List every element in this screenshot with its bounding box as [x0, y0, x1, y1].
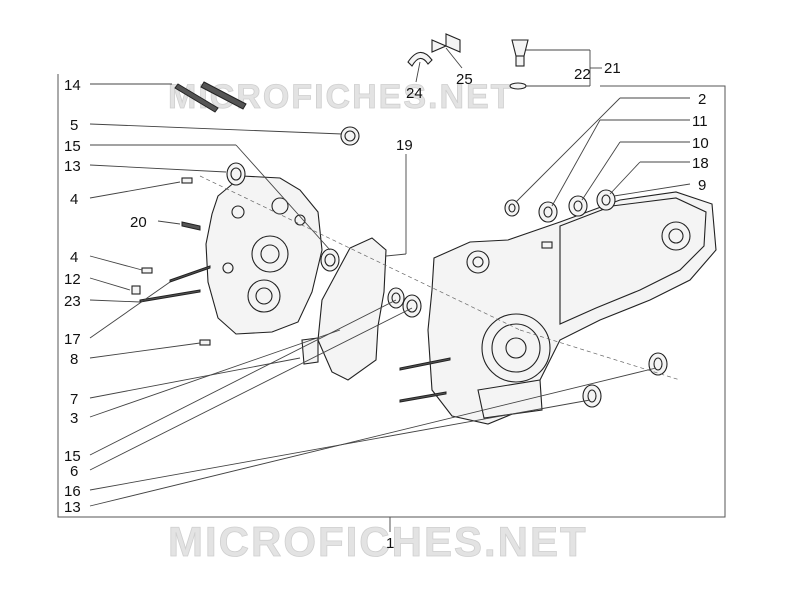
washer-part-22 [509, 82, 527, 90]
bracket-part-7 [301, 337, 319, 365]
oil-seal-13-right [648, 352, 668, 376]
callout-13-bottom: 13 [64, 499, 81, 516]
callout-21: 21 [604, 60, 621, 77]
screw-part-20 [181, 221, 201, 231]
centerlines [199, 175, 681, 381]
sensor-part-21 [511, 39, 529, 67]
oil-seal-6 [402, 294, 422, 318]
callout-20: 20 [130, 214, 147, 231]
callout-7: 7 [70, 391, 78, 408]
stud-part-14 [174, 81, 247, 113]
bearing-part-9 [596, 189, 616, 211]
watermark-top: MICROFICHES.NET [168, 78, 513, 116]
oil-seal-2 [504, 199, 520, 217]
callout-18: 18 [692, 155, 709, 172]
callout-1: 1 [386, 535, 394, 552]
dowel-pin-4-lower [141, 267, 153, 274]
bearing-part-10 [568, 195, 588, 217]
watermark-bottom: MICROFICHES.NET [168, 518, 588, 565]
callout-22: 22 [574, 66, 591, 83]
dowel-pin-4-top [181, 177, 193, 184]
plug-part-5 [340, 126, 360, 146]
stud-right-lower [399, 391, 447, 403]
dowel-right [541, 241, 553, 249]
left-crankcase-half [205, 175, 323, 335]
callout-3: 3 [70, 410, 78, 427]
callout-4-lower: 4 [70, 249, 78, 266]
stud-right-upper [399, 357, 451, 371]
callout-12: 12 [64, 271, 81, 288]
bearing-part-11 [538, 201, 558, 223]
callout-25: 25 [456, 71, 473, 88]
callout-16: 16 [64, 483, 81, 500]
oil-seal-13-top [226, 162, 246, 186]
bearing-part-16 [582, 384, 602, 408]
callout-24: 24 [406, 85, 423, 102]
clip-part-24 [407, 51, 433, 67]
callout-2: 2 [698, 91, 706, 108]
callout-labels: 14 5 15 13 4 20 4 12 23 17 8 7 3 15 6 16… [64, 60, 709, 552]
callout-8: 8 [70, 351, 78, 368]
callout-15-bottom: 15 [64, 448, 81, 465]
oil-seal-15-left [320, 248, 340, 272]
right-crankcase-half [427, 191, 717, 425]
bracket-part-25 [431, 33, 461, 53]
callout-9: 9 [698, 177, 706, 194]
callout-11: 11 [692, 113, 708, 130]
stud-part-17 [169, 265, 211, 283]
gasket-part-19 [317, 237, 387, 381]
callout-17: 17 [64, 331, 81, 348]
stud-part-23 [139, 289, 201, 303]
callout-13-top: 13 [64, 158, 81, 175]
plug-part-12 [131, 285, 141, 295]
callout-10: 10 [692, 135, 709, 152]
callout-6: 6 [70, 463, 78, 480]
callout-4-top: 4 [70, 191, 78, 208]
leader-lines [89, 47, 691, 507]
assembly-frame [57, 74, 726, 518]
callout-5: 5 [70, 117, 78, 134]
oil-seal-15-middle [387, 287, 405, 309]
callout-14: 14 [64, 77, 81, 94]
callout-15-top: 15 [64, 138, 81, 155]
callout-23: 23 [64, 293, 81, 310]
dowel-pin-8 [199, 339, 211, 346]
callout-19: 19 [396, 137, 413, 154]
